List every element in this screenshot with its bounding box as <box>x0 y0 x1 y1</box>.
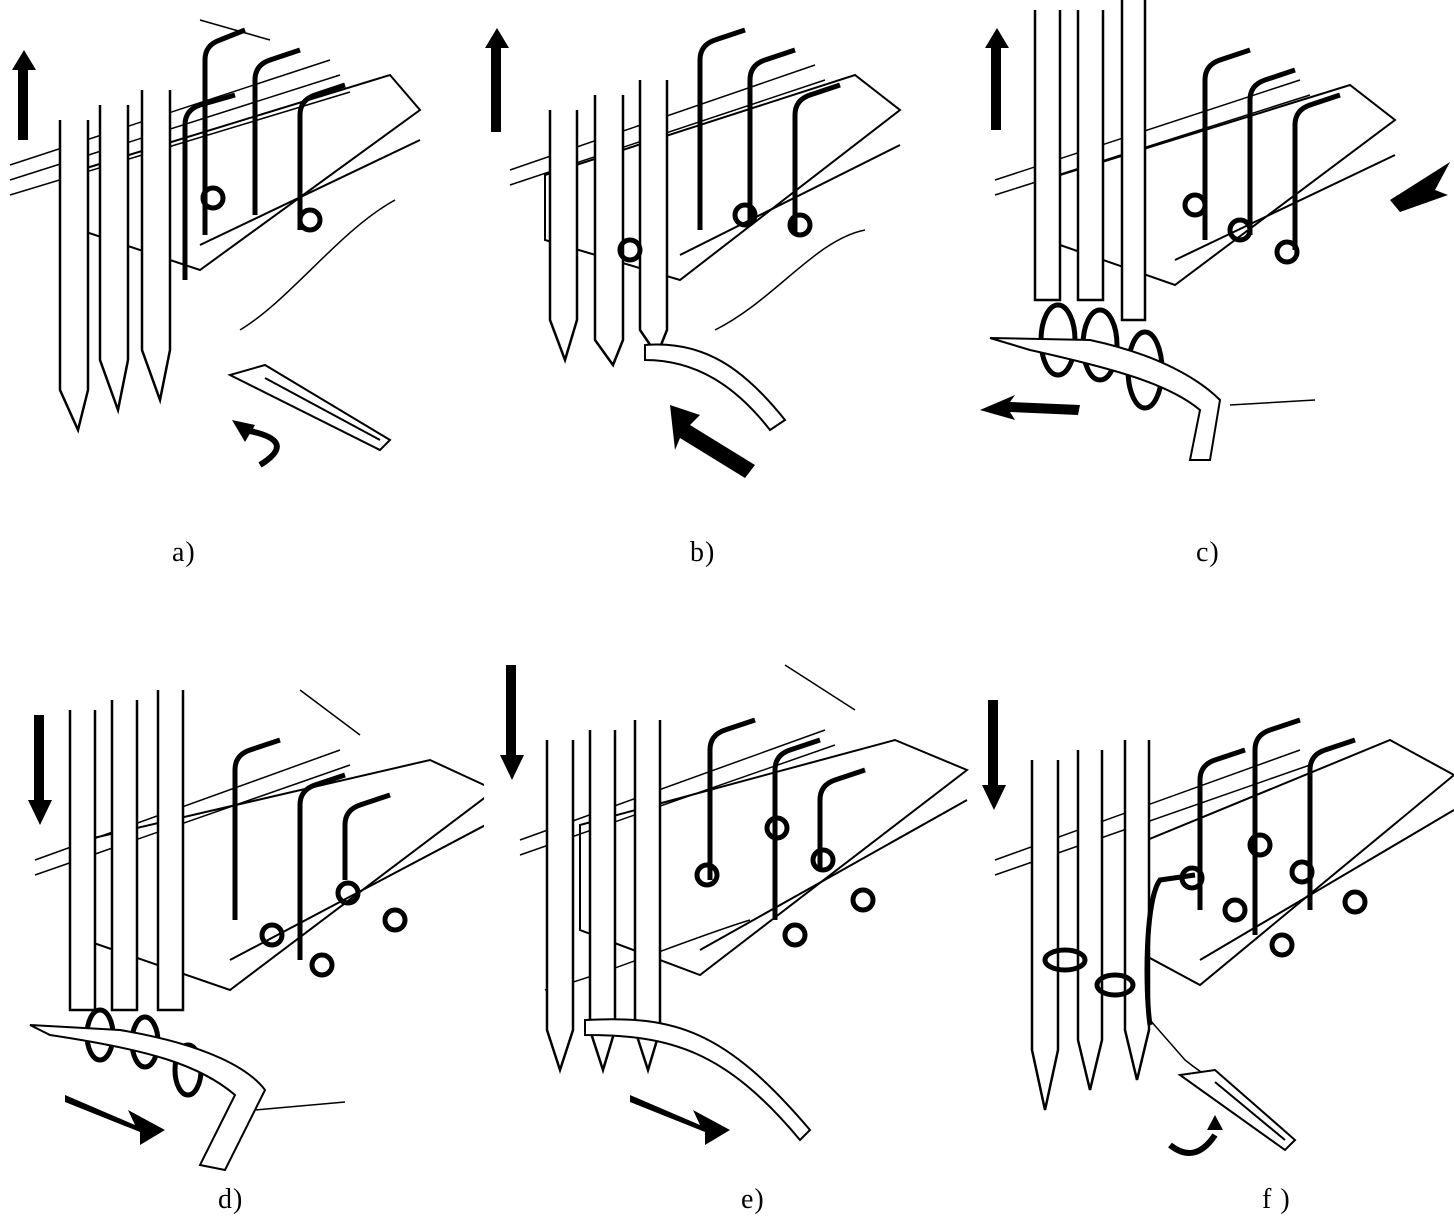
needle-group <box>545 720 662 1075</box>
up-arrow-icon <box>985 28 1009 130</box>
looper <box>227 363 392 452</box>
down-arrow-icon <box>500 665 524 780</box>
down-arrow-icon <box>982 700 1006 810</box>
stitch-diagram-e <box>500 664 969 1145</box>
fabric-block <box>544 73 902 282</box>
looper <box>989 337 1222 461</box>
looper <box>644 343 787 432</box>
right-arrow-icon <box>630 1095 730 1145</box>
stitch-diagram-d <box>28 689 484 1172</box>
caption-b: b) <box>690 537 716 568</box>
wire-loops <box>1042 717 1368 1026</box>
panel-b: b) <box>485 0 969 600</box>
needle-group <box>1030 740 1151 1111</box>
left-arrow-icon <box>980 395 1080 420</box>
panel-c: c) <box>970 0 1454 600</box>
looper <box>29 1024 267 1172</box>
up-arrow-icon <box>485 28 509 132</box>
needle-group <box>68 690 185 1012</box>
stitch-diagram-f <box>982 700 1454 1156</box>
caption-c: c) <box>1196 537 1220 568</box>
stitch-diagram-b <box>485 27 902 478</box>
needle-group <box>58 90 172 434</box>
needle-group <box>1033 0 1147 322</box>
up-arrow-icon <box>12 50 36 140</box>
caption-a: a) <box>172 537 196 568</box>
right-arrow-icon <box>65 1095 165 1145</box>
fabric-block <box>84 758 484 992</box>
down-arrow-icon <box>28 715 52 825</box>
caption-d: d) <box>218 1184 244 1215</box>
stitch-diagram-c <box>980 0 1450 461</box>
curved-arrow-icon <box>232 420 280 468</box>
panel-e: e) <box>485 610 969 1215</box>
caption-e: e) <box>741 1184 765 1215</box>
wire-loops <box>694 717 876 948</box>
fabric-block <box>1059 83 1397 287</box>
panel-f: f ) <box>970 610 1454 1215</box>
looper <box>584 1018 812 1142</box>
right-arrow-icon <box>1390 162 1450 212</box>
wire-loops <box>182 27 346 280</box>
caption-f: f ) <box>1262 1184 1291 1215</box>
diagonal-arrow-icon <box>670 405 755 478</box>
panel-a: a) <box>0 0 484 600</box>
stitch-diagram-a <box>9 19 422 468</box>
wire-loops <box>617 27 841 263</box>
panel-d: d) <box>0 610 484 1215</box>
curved-arrow-icon <box>1168 1115 1223 1156</box>
needle-group <box>548 80 669 368</box>
looper <box>1177 1068 1297 1152</box>
